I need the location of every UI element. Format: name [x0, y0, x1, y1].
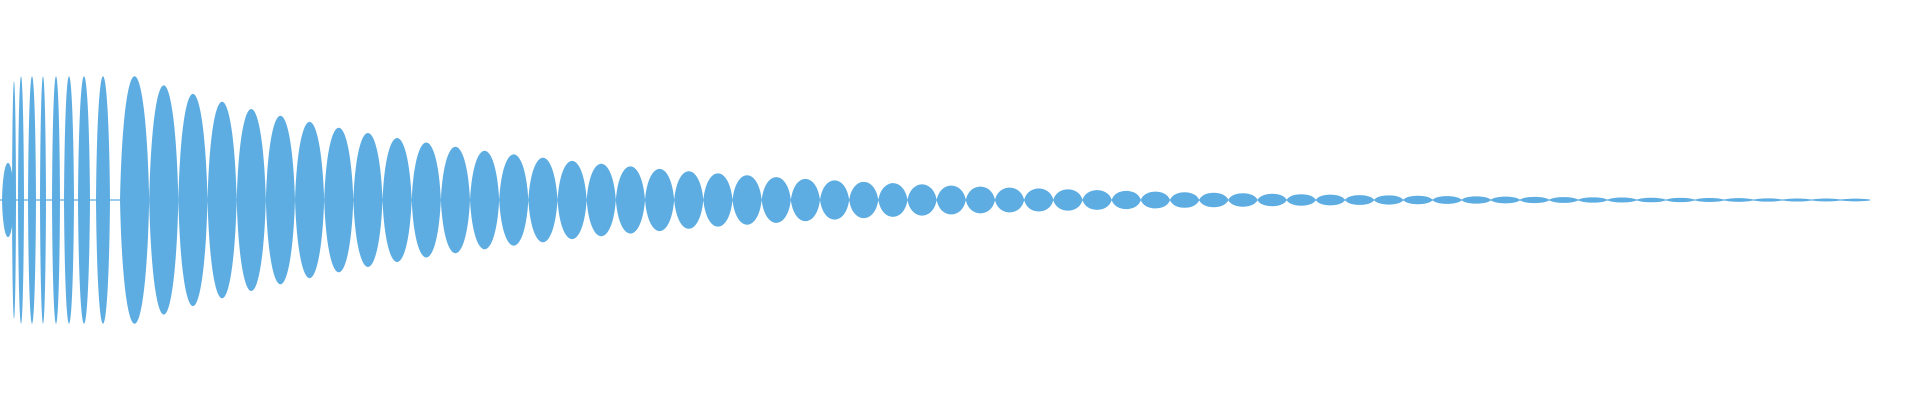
waveform-lobe: [1578, 197, 1608, 203]
waveform-lobe: [1257, 193, 1287, 207]
waveform-lobe: [965, 186, 995, 214]
waveform-lobe-early: [52, 76, 60, 324]
waveform-lobe: [236, 108, 266, 292]
waveform-lobe: [1403, 195, 1433, 205]
waveform-lobe: [849, 181, 879, 219]
waveform-lobe: [1374, 195, 1404, 205]
waveform-lobe: [1140, 191, 1170, 209]
waveform-lobe-early: [40, 76, 46, 324]
waveform-lobe: [1695, 198, 1725, 202]
waveform-lobe: [1782, 198, 1812, 202]
waveform-lobe: [615, 166, 645, 234]
waveform-lobe: [1753, 198, 1783, 202]
waveform-lobe: [1082, 190, 1112, 210]
waveform-lobe: [470, 150, 500, 250]
waveform-lobe-early: [18, 76, 24, 324]
waveform-lobe: [1840, 198, 1870, 202]
waveform-lobe: [1170, 192, 1200, 208]
waveform-lobe: [1636, 197, 1666, 203]
waveform-lobe: [732, 175, 762, 225]
waveform-lobe: [1286, 194, 1316, 206]
waveform-lobe: [207, 101, 237, 299]
waveform-lobe: [353, 133, 383, 267]
waveform-lobe: [1811, 198, 1841, 202]
waveform-lobe-early: [78, 76, 90, 324]
waveform-lobe: [1461, 196, 1491, 204]
waveform-lobe: [936, 185, 966, 215]
waveform-lobe: [1315, 194, 1345, 206]
waveform-lobe: [1607, 197, 1637, 203]
waveform-lobe: [1345, 195, 1375, 205]
waveform-lobe-early: [28, 76, 36, 324]
waveform-lobe: [703, 173, 733, 227]
waveform-lobe: [878, 183, 908, 217]
waveform-lobe-early: [96, 76, 110, 324]
waveform-lobe: [1490, 196, 1520, 204]
waveform-lobe: [499, 154, 529, 246]
waveform-lobe: [995, 187, 1025, 213]
waveform-lobe: [178, 93, 208, 307]
waveform-lobe: [761, 177, 791, 223]
waveform-lobe: [1549, 197, 1579, 203]
waveform-lobe: [528, 157, 558, 243]
waveform-lobe: [324, 127, 354, 273]
waveform-lobe: [1024, 188, 1054, 212]
waveform-lobe: [382, 137, 412, 263]
waveform-lobe: [411, 142, 441, 258]
waveform-lobe: [295, 121, 325, 279]
waveform-lobe: [1724, 198, 1754, 202]
waveform-lobes: [2, 76, 1870, 324]
waveform-lobe: [265, 115, 295, 285]
waveform-lobe: [1199, 192, 1229, 208]
waveform-lobe: [907, 184, 937, 216]
waveform-lobe: [440, 146, 470, 254]
waveform-lobe: [1520, 196, 1550, 204]
waveform-lobe: [1432, 196, 1462, 204]
waveform-lobe: [820, 180, 850, 220]
waveform-lobe-early: [2, 162, 14, 238]
waveform-lobe: [674, 171, 704, 229]
waveform-lobe: [790, 178, 820, 222]
waveform-lobe: [1228, 193, 1258, 207]
waveform-lobe: [1111, 190, 1141, 210]
waveform-lobe-early: [64, 76, 74, 324]
waveform-lobe: [1665, 197, 1695, 203]
waveform-lobe: [120, 76, 150, 324]
waveform-lobe: [645, 168, 675, 232]
waveform-lobe: [586, 163, 616, 237]
waveform-lobe: [1053, 189, 1083, 211]
waveform-lobe: [149, 85, 179, 315]
waveform-lobe: [557, 160, 587, 240]
waveform-lobe-early: [12, 81, 16, 319]
